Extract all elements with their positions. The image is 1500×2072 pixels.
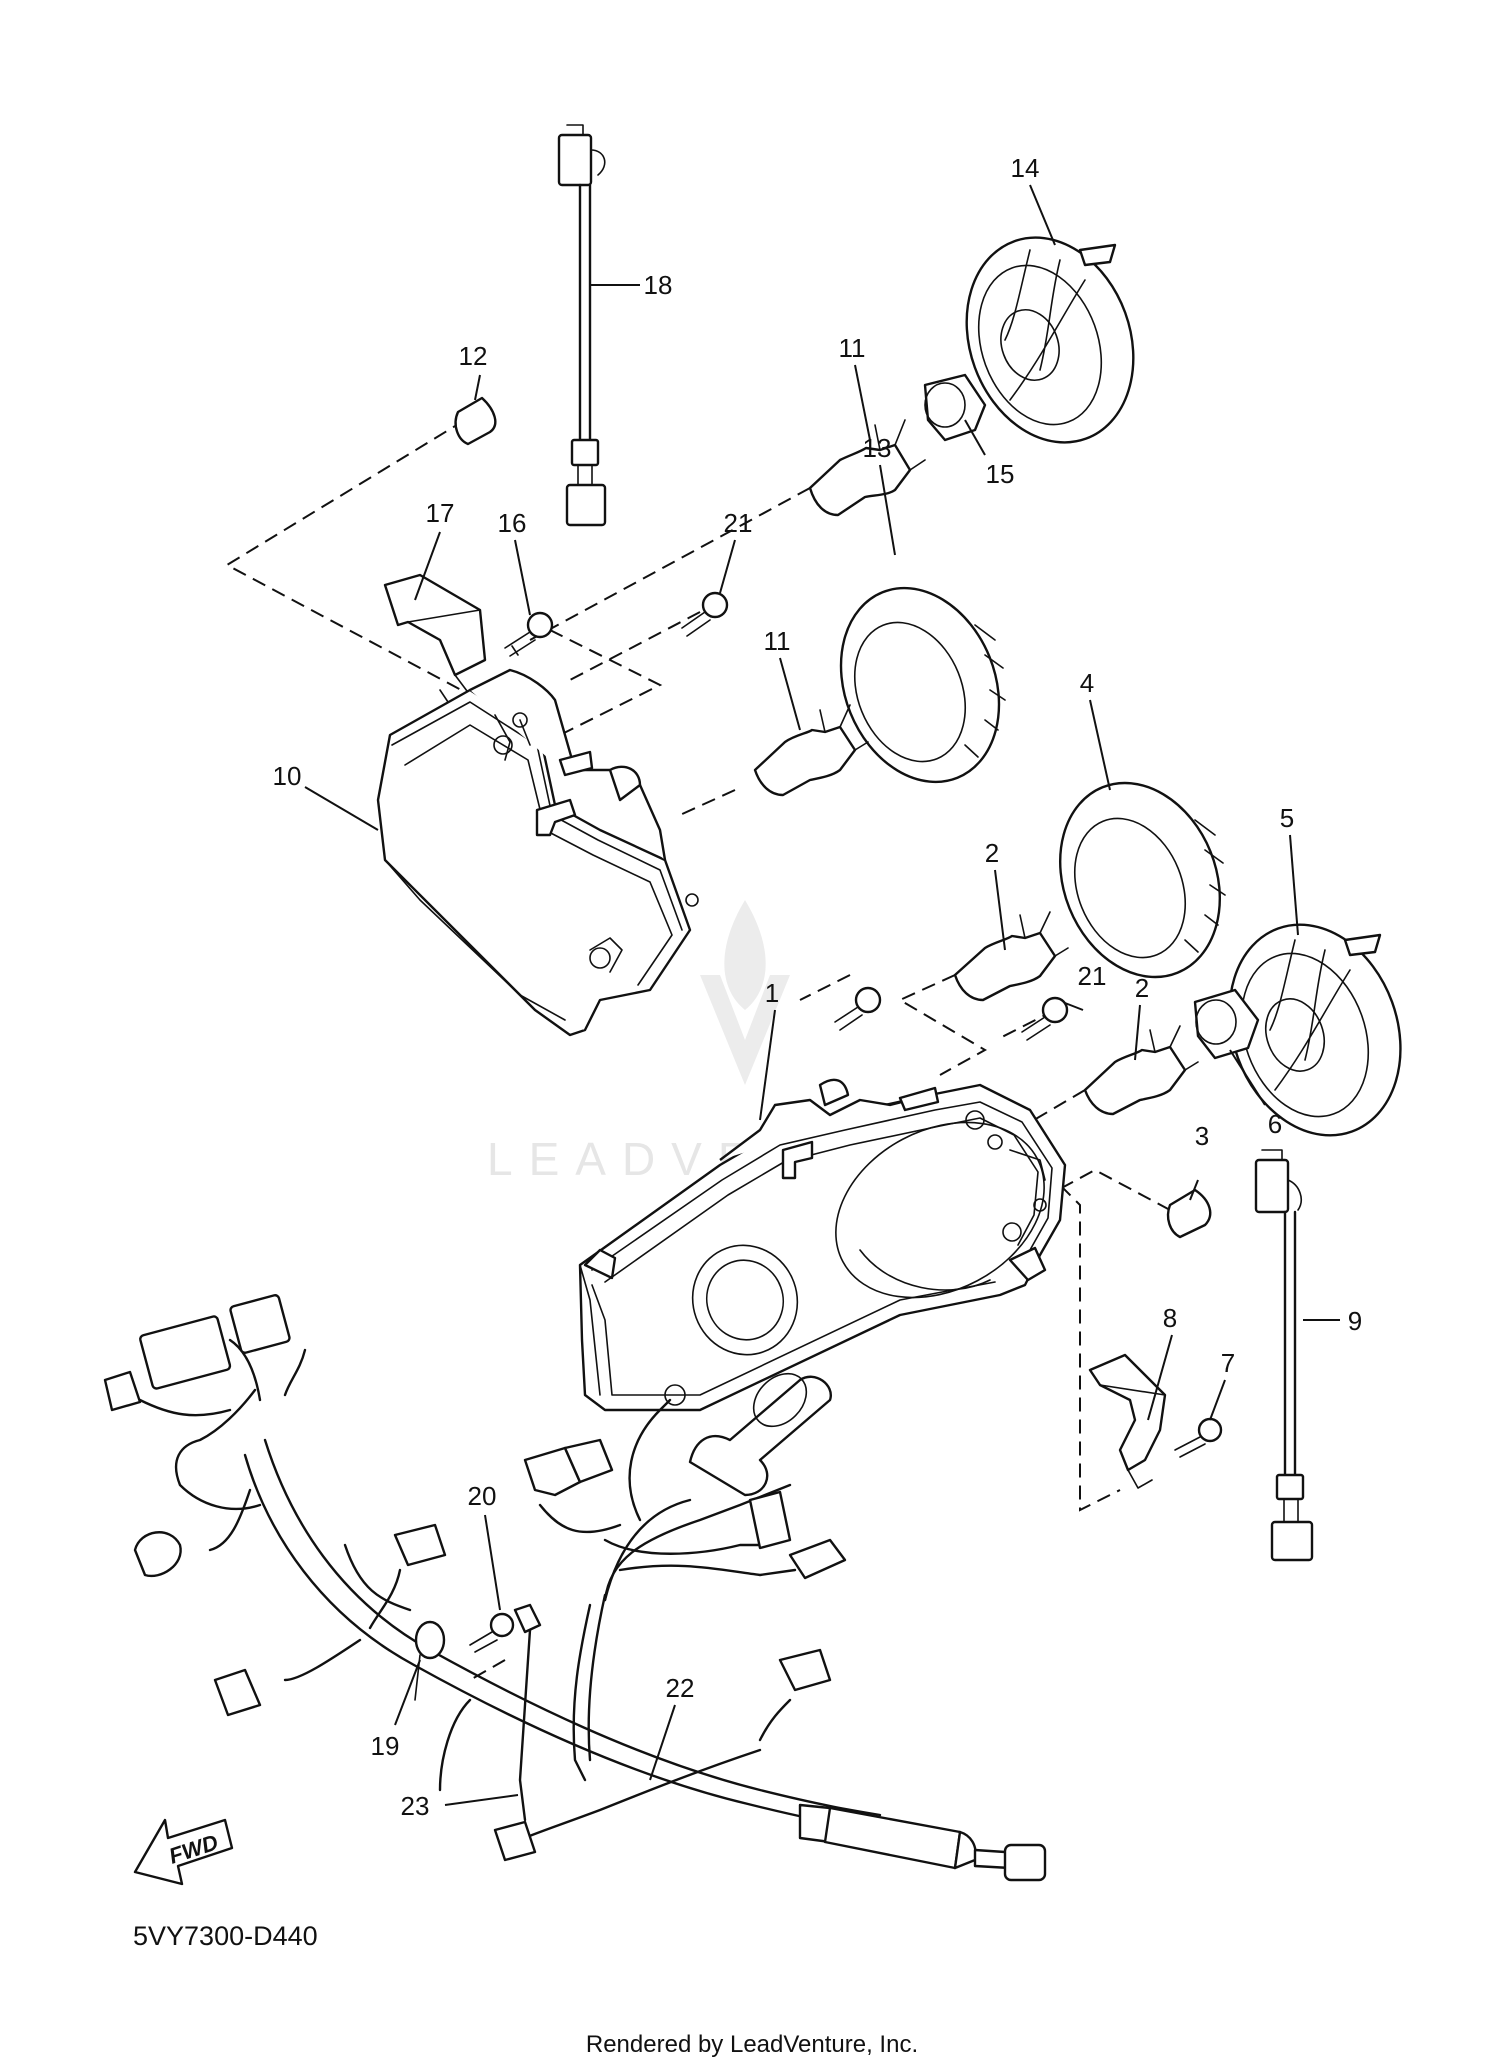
callout-11: 11 [839, 333, 866, 363]
bulb-2-lower [1083, 1025, 1199, 1116]
fwd-arrow-icon: FWD [133, 1818, 234, 1886]
callout-14: 14 [1011, 153, 1040, 183]
screw-7 [1174, 1417, 1223, 1458]
screw-20 [469, 1612, 515, 1653]
cap-14 [965, 236, 1135, 444]
callout-22: 22 [666, 1673, 695, 1703]
bulb-3 [1166, 1188, 1212, 1239]
callouts: 1 2 2 3 4 5 6 7 8 9 10 11 11 12 13 14 15… [273, 153, 1363, 1821]
callout-20: 20 [468, 1481, 497, 1511]
callout-6: 6 [1268, 1109, 1282, 1139]
sub-harness-9 [1254, 1149, 1314, 1562]
callout-23: 23 [401, 1791, 430, 1821]
diagram-code: 5VY7300-D440 [133, 1921, 318, 1951]
callout-18: 18 [644, 270, 673, 300]
bulb-11-upper [808, 419, 926, 517]
callout-21: 21 [1078, 961, 1107, 991]
callout-8: 8 [1163, 1303, 1177, 1333]
bulb-11-lower [753, 704, 869, 797]
cap-5 [1228, 923, 1402, 1137]
callout-11: 11 [764, 626, 791, 656]
callout-21: 21 [724, 508, 753, 538]
callout-5: 5 [1280, 803, 1294, 833]
callout-19: 19 [371, 1731, 400, 1761]
headlight-unit-10 [376, 668, 699, 1037]
wire-harness-22 [103, 1294, 1047, 1882]
cable-tie-23 [513, 1603, 542, 1822]
callout-17: 17 [426, 498, 455, 528]
bulb-12 [454, 396, 497, 446]
leader-lines [304, 184, 1340, 1806]
socket-cover-15 [923, 373, 987, 442]
callout-2: 2 [985, 838, 999, 868]
rubber-cover-13 [839, 586, 1006, 784]
callout-2: 2 [1135, 973, 1149, 1003]
callout-9: 9 [1348, 1306, 1362, 1336]
assembly-lines [224, 419, 1171, 1681]
callout-3: 3 [1195, 1121, 1209, 1151]
callout-4: 4 [1080, 668, 1094, 698]
bracket-8 [1088, 1353, 1167, 1489]
bulb-2-upper [953, 911, 1069, 1002]
callout-7: 7 [1221, 1348, 1235, 1378]
rubber-cover-4 [1058, 781, 1226, 979]
callout-1: 1 [765, 978, 779, 1008]
callout-12: 12 [459, 341, 488, 371]
bracket-17 [383, 573, 487, 706]
socket-cover-6 [1193, 988, 1260, 1060]
screw-16 [504, 611, 554, 657]
sub-harness-18 [557, 124, 607, 527]
callout-16: 16 [498, 508, 527, 538]
callout-10: 10 [273, 761, 302, 791]
screw-21-upper [681, 591, 729, 637]
screw-21-lower [834, 986, 1069, 1041]
callout-15: 15 [986, 459, 1015, 489]
callout-13: 13 [863, 433, 892, 463]
footer-credit: Rendered by LeadVenture, Inc. [586, 2031, 918, 2058]
headlight-unit-1 [578, 1078, 1067, 1412]
